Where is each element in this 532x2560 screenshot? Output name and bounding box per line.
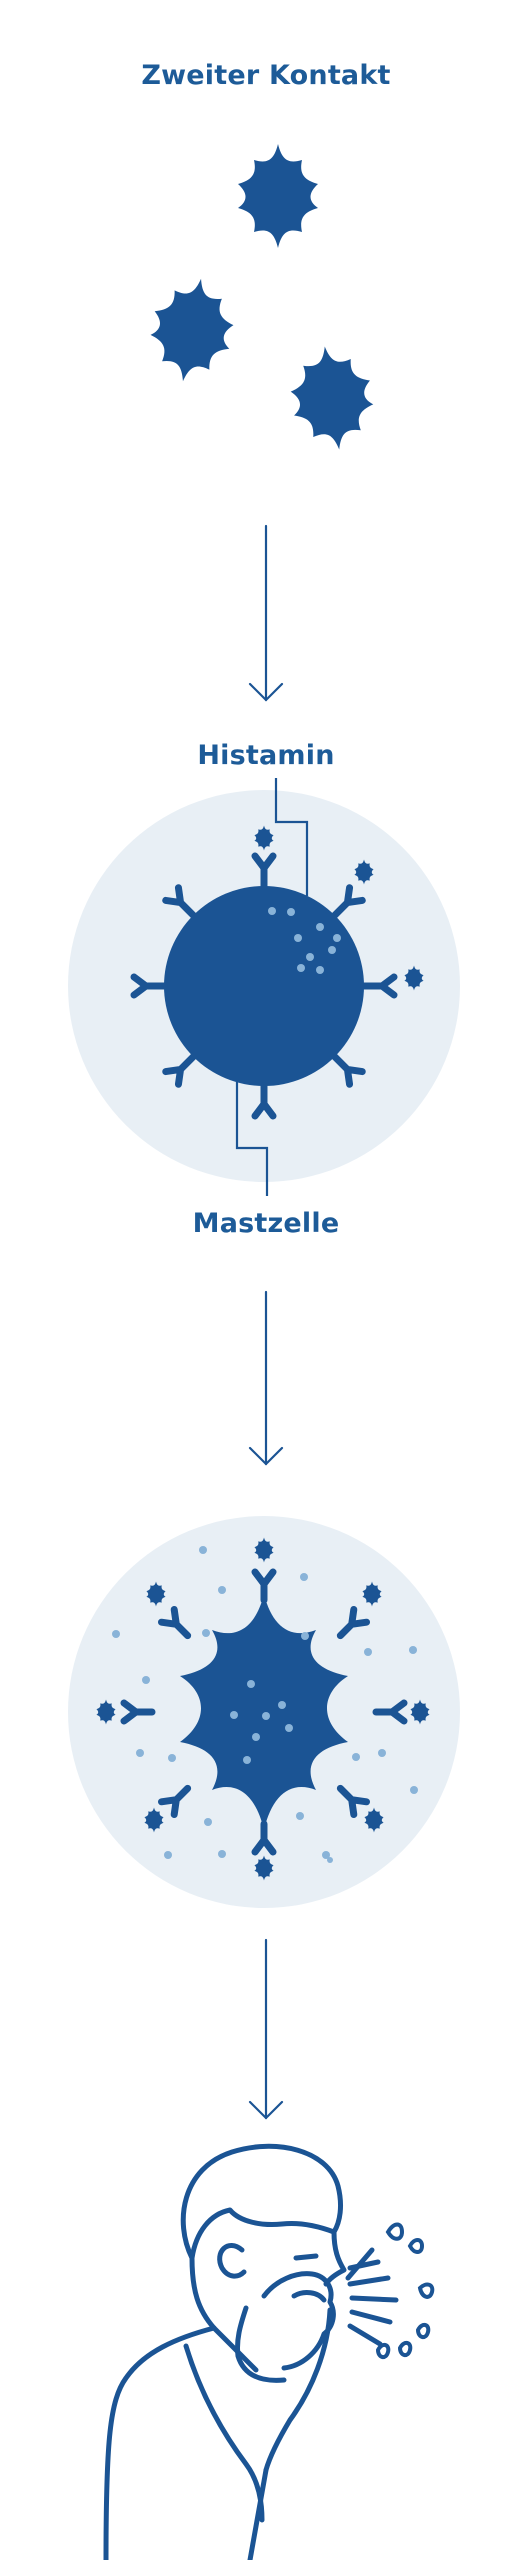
- droplet-icon: [397, 2341, 413, 2357]
- sneeze-droplets: [375, 2222, 435, 2359]
- droplet-icon: [407, 2238, 425, 2254]
- histamine-granules: [268, 907, 341, 974]
- droplet-icon: [375, 2343, 391, 2359]
- allergen-star-icon: [364, 1807, 384, 1833]
- allergen-star-icon: [410, 1699, 430, 1725]
- allergen-star-icon: [254, 825, 274, 851]
- degranulation-stage: [68, 1516, 460, 1908]
- sneezing-person-icon: [103, 2143, 399, 2560]
- mast-cell-stage: [68, 778, 460, 1196]
- allergen-star-icon: [404, 965, 424, 991]
- droplet-icon: [415, 2323, 431, 2339]
- allergen-star-icon: [254, 1855, 274, 1881]
- label-mastzelle: Mastzelle: [192, 1208, 340, 1239]
- allergen-star-icon: [238, 144, 318, 248]
- droplet-icon: [385, 2222, 405, 2241]
- released-histamine: [112, 1546, 418, 1863]
- histamine-granules-inside: [230, 1680, 293, 1764]
- bound-allergens: [254, 825, 424, 991]
- allergen-star-icon: [362, 1581, 382, 1607]
- title-zweiter-kontakt: Zweiter Kontakt: [141, 60, 391, 91]
- bound-allergens: [96, 1537, 430, 1881]
- allergen-star-icon: [150, 278, 234, 382]
- arrow-down-icon: [248, 1290, 284, 1466]
- antibodies: [130, 852, 398, 1120]
- allergen-star-icon: [146, 1581, 166, 1607]
- arrow-down-icon: [248, 524, 284, 702]
- allergen-star-icon: [254, 1537, 274, 1563]
- allergen-star-icon: [144, 1807, 164, 1833]
- antibodies: [120, 1568, 408, 1856]
- leader-lines: [235, 778, 309, 1196]
- label-histamin: Histamin: [197, 740, 335, 771]
- allergen-star-icon: [96, 1699, 116, 1725]
- arrow-down-icon: [248, 1938, 284, 2120]
- droplet-icon: [417, 2282, 435, 2299]
- mast-cell-body: [180, 1594, 348, 1830]
- allergen-cluster: [150, 144, 374, 450]
- mast-cell-body: [164, 886, 364, 1086]
- allergen-star-icon: [354, 859, 374, 885]
- allergen-star-icon: [290, 346, 374, 450]
